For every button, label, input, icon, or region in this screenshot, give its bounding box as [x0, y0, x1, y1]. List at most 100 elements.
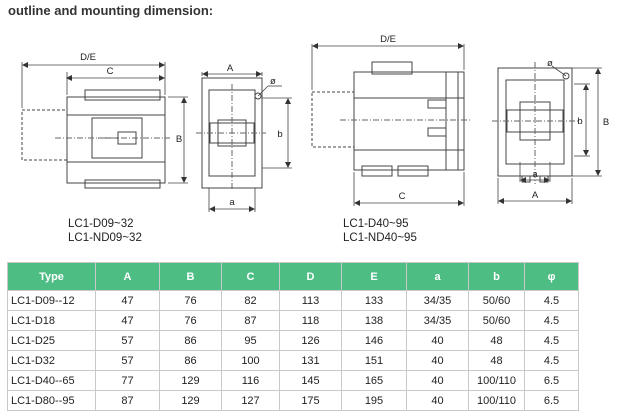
cell-c: 116	[221, 370, 280, 391]
large-model-name: LC1-D40~95	[343, 218, 409, 230]
cell-a-lower: 34/35	[406, 310, 469, 331]
cell-c: 100	[221, 350, 280, 371]
cell-phi: 6.5	[524, 370, 579, 391]
header-e: E	[341, 262, 407, 291]
large-model-name: LC1-ND40~95	[343, 232, 417, 244]
small-a-mount-dimension	[208, 188, 256, 212]
cell-d: 131	[279, 350, 342, 371]
cell-d: 175	[279, 390, 342, 411]
large-de-label: D/E	[380, 34, 396, 45]
cell-e: 138	[341, 310, 407, 331]
large-b-mount-dimension	[574, 83, 590, 157]
small-c-dimension	[66, 72, 165, 95]
large-b-mount-label: b	[577, 116, 582, 127]
header-phi: φ	[524, 262, 579, 291]
cell-e: 146	[341, 330, 407, 351]
cell-phi: 4.5	[524, 310, 579, 331]
cell-a-lower: 40	[406, 370, 469, 391]
small-b-dimension	[168, 96, 188, 184]
cell-b-lower: 100/110	[468, 370, 525, 391]
large-a-mount-dimension	[519, 162, 551, 183]
cell-type: LC1-D32	[7, 350, 96, 371]
cell-d: 145	[279, 370, 342, 391]
header-b-lower: b	[468, 262, 525, 291]
page-heading: outline and mounting dimension:	[8, 3, 214, 18]
cell-type: LC1-D80--95	[7, 390, 96, 411]
cell-e: 195	[341, 390, 407, 411]
cell-a-upper: 57	[95, 330, 160, 351]
cell-b-lower: 50/60	[468, 290, 525, 311]
cell-e: 151	[341, 350, 407, 371]
cell-b-upper: 86	[159, 350, 222, 371]
cell-c: 127	[221, 390, 280, 411]
large-mounting-view	[492, 62, 578, 184]
header-b-upper: B	[159, 262, 222, 291]
cell-c: 87	[221, 310, 280, 331]
cell-phi: 4.5	[524, 330, 579, 351]
large-b-label: B	[603, 117, 609, 128]
small-de-dimension	[21, 62, 166, 108]
cell-c: 95	[221, 330, 280, 351]
cell-b-upper: 76	[159, 310, 222, 331]
small-a-mount-label: a	[229, 197, 235, 208]
cell-type: LC1-D09--12	[7, 290, 96, 311]
cell-d: 126	[279, 330, 342, 351]
large-phi-leader	[551, 65, 567, 77]
cell-a-upper: 87	[95, 390, 160, 411]
header-a-lower: a	[406, 262, 469, 291]
small-phi-label: ø	[270, 76, 276, 87]
cell-b-lower: 50/60	[468, 310, 525, 331]
cell-b-lower: 48	[468, 330, 525, 351]
large-b-dimension	[572, 67, 602, 177]
small-a-label: A	[227, 63, 234, 74]
cell-a-upper: 77	[95, 370, 160, 391]
cell-b-upper: 76	[159, 290, 222, 311]
cell-b-lower: 100/110	[468, 390, 525, 411]
small-mounting-view	[196, 77, 266, 190]
small-model-names: LC1-D09~32 LC1-ND09~32	[68, 217, 142, 245]
cell-b-upper: 86	[159, 330, 222, 351]
cell-type: LC1-D40--65	[7, 370, 96, 391]
small-model-name: LC1-D09~32	[68, 218, 134, 230]
cell-b-lower: 48	[468, 350, 525, 371]
cell-b-upper: 129	[159, 370, 222, 391]
header-c: C	[221, 262, 280, 291]
small-de-label: D/E	[80, 52, 96, 63]
cell-a-upper: 47	[95, 310, 160, 331]
cell-a-lower: 34/35	[406, 290, 469, 311]
header-a-upper: A	[95, 262, 160, 291]
large-model-names: LC1-D40~95 LC1-ND40~95	[343, 217, 417, 245]
header-type: Type	[7, 262, 96, 291]
cell-a-upper: 47	[95, 290, 160, 311]
small-b-mount-dimension	[262, 97, 292, 169]
large-a-label: A	[532, 190, 539, 201]
cell-d: 113	[279, 290, 342, 311]
cell-type: LC1-D25	[7, 330, 96, 351]
cell-e: 165	[341, 370, 407, 391]
large-contactor-side-view	[311, 61, 470, 177]
cell-a-lower: 40	[406, 350, 469, 371]
cell-a-lower: 40	[406, 390, 469, 411]
large-de-dimension	[311, 43, 465, 90]
cell-d: 118	[279, 310, 342, 331]
large-c-label: C	[399, 191, 406, 202]
large-a-dimension	[497, 178, 573, 204]
small-phi-leader	[257, 85, 282, 97]
large-c-dimension	[353, 172, 465, 206]
cell-a-lower: 40	[406, 330, 469, 351]
large-phi-label: ø	[547, 58, 553, 69]
cell-type: LC1-D18	[7, 310, 96, 331]
small-c-label: C	[107, 66, 114, 77]
cell-phi: 6.5	[524, 390, 579, 411]
large-a-mount-label: a	[532, 169, 537, 179]
small-contactor-side-view	[21, 89, 170, 189]
small-b-label: B	[176, 134, 182, 145]
